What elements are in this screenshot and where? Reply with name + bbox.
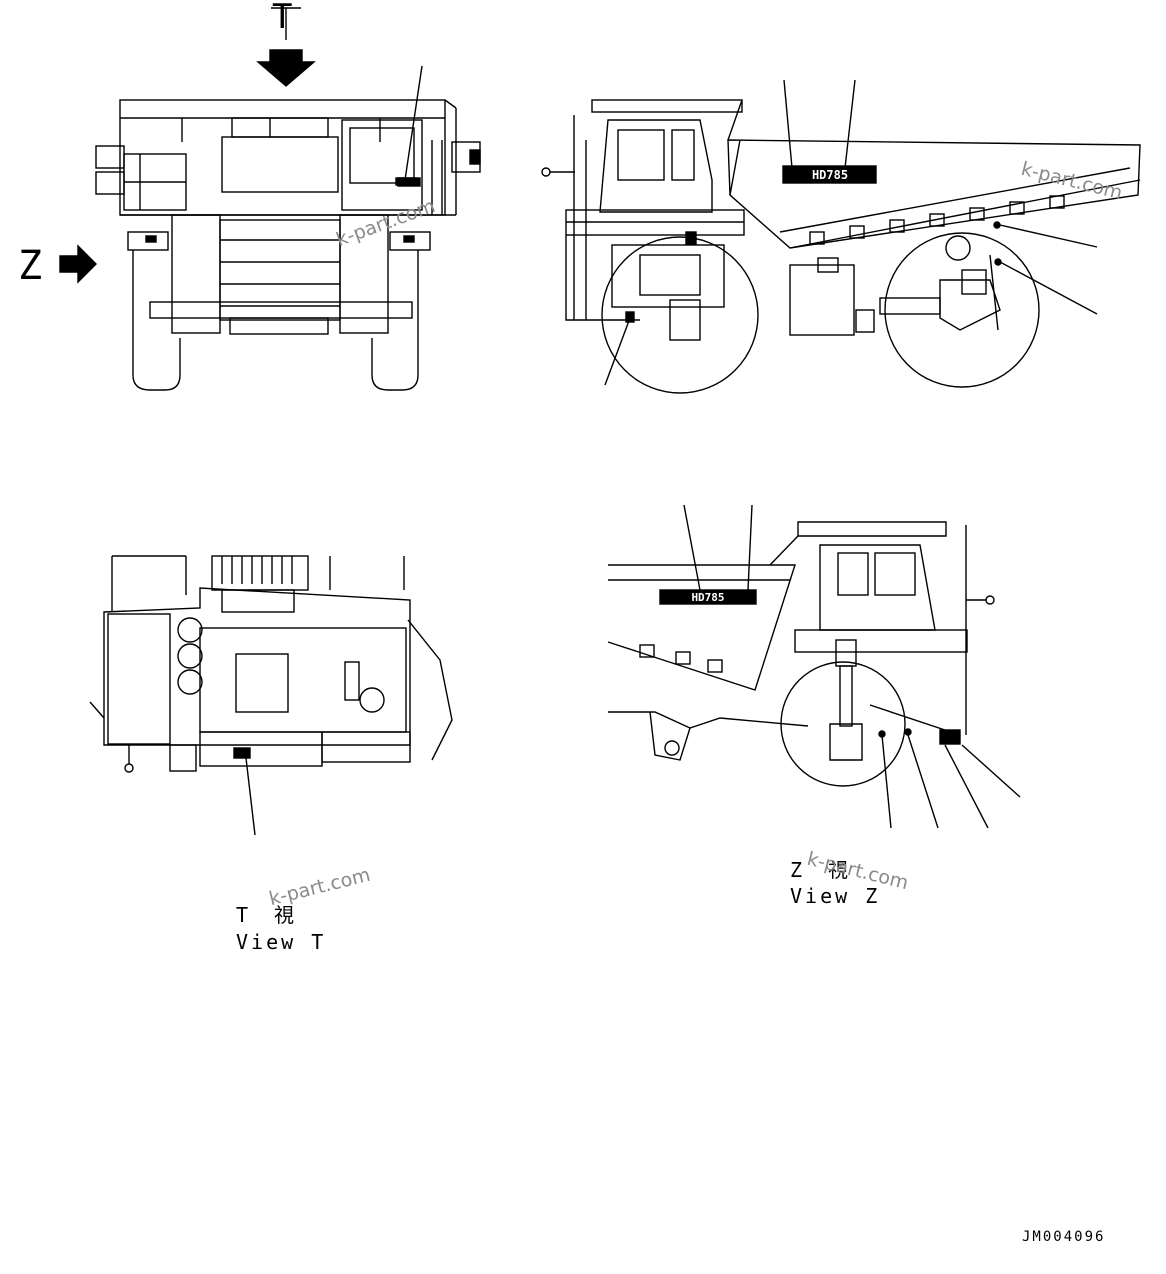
view-z-caption-english: View Z [790,884,881,908]
model-decal-front-side: HD785 [691,591,724,604]
side-view-truck: HD785 [541,79,1141,394]
view-z-caption-kanji: Z 視 [790,858,852,882]
view-t-caption-kanji: T 視 [236,903,298,927]
top-view-truck [89,555,453,836]
drawing-code: JM004096 [1022,1229,1106,1245]
view-z-truck: HD785 [607,504,1021,829]
front-view-truck [95,65,481,391]
view-t-arrow [256,7,316,87]
view-t-caption-english: View T [236,930,327,954]
view-z-arrow [59,244,97,284]
view-t-arrow-label: T [272,0,293,37]
model-decal-rear-side: HD785 [812,168,848,182]
view-z-arrow-label: Z [18,243,43,289]
